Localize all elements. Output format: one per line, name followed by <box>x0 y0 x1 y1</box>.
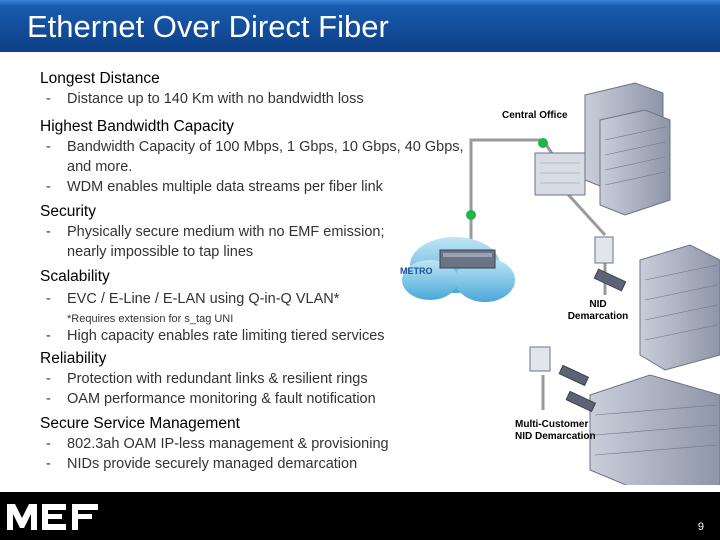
bullet-item: -High capacity enables rate limiting tie… <box>46 328 385 344</box>
bullet-item: -Physically secure medium with no EMF em… <box>46 224 385 260</box>
footer-bar: 9 <box>0 492 720 540</box>
slide-title: Ethernet Over Direct Fiber <box>27 9 389 44</box>
bullet-item: -NIDs provide securely managed demarcati… <box>46 456 358 472</box>
section-heading-bandwidth: Highest Bandwidth Capacity <box>40 118 234 135</box>
bullet-text: 802.3ah OAM IP-less management & provisi… <box>67 436 389 452</box>
mef-logo <box>7 504 98 530</box>
section-heading-security: Security <box>40 203 96 220</box>
footnote-text: *Requires extension for s_tag UNI <box>67 313 234 325</box>
bullet-text: Physically secure medium with no EMF emi… <box>67 224 385 260</box>
bullet-text: OAM performance monitoring & fault notif… <box>67 391 376 407</box>
bullet-text: NIDs provide securely managed demarcatio… <box>67 456 358 472</box>
bullet-text: Protection with redundant links & resili… <box>67 371 368 387</box>
nid-device-icon <box>593 236 627 292</box>
central-office-building-icon <box>534 82 671 216</box>
bullet-text: Distance up to 140 Km with no bandwidth … <box>67 91 364 107</box>
bullet-item: -OAM performance monitoring & fault noti… <box>46 391 376 407</box>
page-number: 9 <box>697 521 704 533</box>
bullet-item: -Protection with redundant links & resil… <box>46 371 368 387</box>
bullet-item: -Bandwidth Capacity of 100 Mbps, 1 Gbps,… <box>46 139 464 175</box>
section-heading-management: Secure Service Management <box>40 415 240 432</box>
bullet-item: -802.3ah OAM IP-less management & provis… <box>46 436 389 452</box>
multi-customer-nid-icon <box>529 346 597 413</box>
bullet-text: EVC / E-Line / E-LAN using Q-in-Q VLAN* <box>67 291 340 307</box>
bullet-text: WDM enables multiple data streams per fi… <box>67 179 383 195</box>
metro-label: METRO <box>400 266 433 276</box>
title-bar: Ethernet Over Direct Fiber <box>0 0 720 52</box>
central-office-label: Central Office <box>502 110 568 121</box>
network-diagram: Central Office METRO NID Demarcation Mul… <box>395 65 720 496</box>
section-heading-distance: Longest Distance <box>40 70 160 87</box>
bullet-content: Longest Distance -Distance up to 140 Km … <box>40 69 480 474</box>
bullet-item: -EVC / E-Line / E-LAN using Q-in-Q VLAN* <box>46 291 340 307</box>
multi-label-line1: Multi-Customer <box>515 419 589 430</box>
section-heading-reliability: Reliability <box>40 350 107 367</box>
section-heading-scalability: Scalability <box>40 268 110 285</box>
title-bar-highlight <box>0 0 720 6</box>
bullet-item: -Distance up to 140 Km with no bandwidth… <box>46 91 364 107</box>
multi-customer-building-icon <box>589 374 720 496</box>
bullet-item: -WDM enables multiple data streams per f… <box>46 179 383 195</box>
nid-label-line1: NID <box>589 299 607 310</box>
multi-label-line2: NID Demarcation <box>515 431 596 442</box>
bullet-text: Bandwidth Capacity of 100 Mbps, 1 Gbps, … <box>67 139 464 175</box>
bullet-text: High capacity enables rate limiting tier… <box>67 328 385 344</box>
multi-customer-nid-label: Multi-Customer NID Demarcation <box>515 419 596 443</box>
nid-label-line2: Demarcation <box>567 311 629 322</box>
nid-demarcation-label: NID Demarcation <box>563 299 633 323</box>
metro-cloud-icon <box>402 210 515 302</box>
enterprise-building-icon <box>639 244 720 371</box>
network-diagram-graphic <box>402 82 720 496</box>
